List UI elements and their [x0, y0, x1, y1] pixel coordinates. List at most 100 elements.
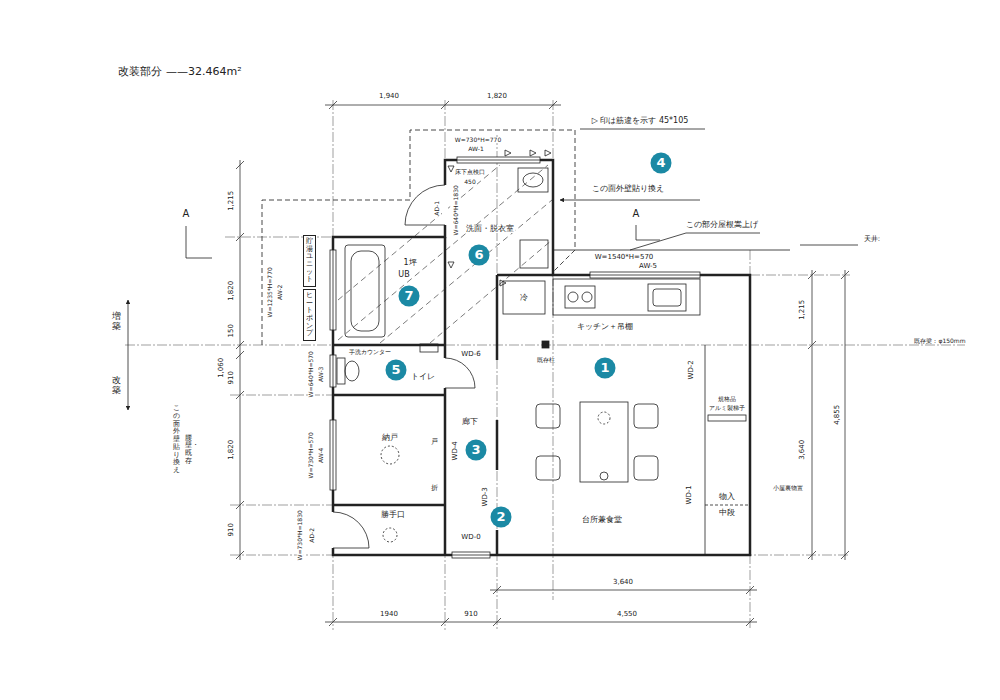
callout-number: 6 — [468, 244, 490, 266]
callout-number: 7 — [398, 285, 420, 307]
dimension-label: 1,215 — [228, 190, 236, 212]
opening-code: W=640*H=570 — [308, 350, 315, 398]
window — [330, 157, 700, 490]
node-text: 1 — [600, 361, 609, 375]
opening-code: AW-2 — [278, 283, 285, 300]
fixture — [568, 292, 578, 302]
opening-code: WD-1 — [686, 484, 694, 505]
door — [442, 358, 448, 388]
dimension-line — [841, 270, 849, 560]
node-text: 7 — [404, 289, 413, 303]
dimension-line — [490, 586, 757, 594]
leader-line — [128, 129, 858, 410]
room-name: 納戸 — [381, 434, 399, 443]
callout-circle — [466, 440, 487, 461]
fixture — [536, 456, 560, 480]
fixture — [648, 284, 686, 311]
fixture — [520, 240, 548, 268]
dimension-line — [325, 101, 561, 109]
fixture-label: 床下点検口 — [454, 169, 486, 176]
fixture — [351, 251, 379, 331]
dimension-line — [325, 618, 757, 626]
fixture-label: アルミ製梯子 — [708, 405, 746, 412]
opening-code: W=1235*H=770 — [267, 266, 274, 318]
door — [442, 185, 448, 225]
opening-code: AW-1 — [467, 146, 484, 153]
door — [330, 512, 336, 548]
opening-code: W=730*H=570 — [308, 431, 315, 479]
opening-code: AW-5 — [638, 263, 658, 271]
fixture — [345, 245, 385, 337]
equipment-box: 貯湯ユニット — [303, 235, 316, 287]
grid-line — [125, 237, 965, 555]
fixture — [337, 358, 345, 384]
room-name: 台所兼食堂 — [581, 516, 623, 525]
fixture-label: 450 — [463, 179, 476, 186]
leader-line — [800, 245, 858, 246]
callout-circle — [469, 245, 490, 266]
room-name: 1坪 — [402, 259, 417, 268]
plan-note: 既存梁：φ150mm — [913, 338, 966, 345]
callout-circle — [386, 360, 407, 381]
opening-code: AD-1 — [434, 200, 441, 217]
fixture — [345, 361, 359, 381]
fixture — [580, 402, 628, 482]
dimension-line — [808, 270, 816, 560]
node-text: 貯湯ユニット — [306, 238, 313, 284]
dimension-label: 4,855 — [834, 404, 842, 426]
node-text: ヒートポンプ — [306, 292, 313, 338]
leader-line — [186, 225, 660, 258]
room-name: 中段 — [718, 509, 736, 518]
opening-code: WD-4 — [452, 440, 460, 461]
opening-code: WD-6 — [460, 351, 481, 359]
leader-line — [630, 233, 760, 250]
fixture — [542, 341, 549, 348]
room-name: 勝手口 — [380, 511, 406, 520]
dimension-label: 1940 — [379, 611, 399, 619]
plan-note: この部分屋根嵩上げ — [685, 221, 759, 230]
room-name: UB — [397, 271, 410, 280]
dimension-label: 910 — [228, 370, 236, 385]
dimension-label: 1,060 — [218, 357, 226, 379]
dimension-label: 1,820 — [228, 439, 236, 461]
plan-note: ▷ 印は筋違を示す 45*105 — [591, 117, 690, 126]
fixture — [523, 173, 543, 187]
opening-code: AW-4 — [319, 446, 326, 463]
callout-circle — [399, 286, 420, 307]
wall — [333, 160, 750, 555]
node-text: 5 — [391, 363, 400, 377]
section-mark: A — [632, 208, 641, 219]
fixture — [536, 404, 560, 428]
leader-line — [560, 200, 700, 201]
plan-heading: 改装部分 ——32.464m² — [117, 66, 242, 78]
opening-code: WD-0 — [460, 534, 481, 542]
dimension-label: 1,820 — [228, 280, 236, 302]
grid-line — [125, 100, 965, 630]
callout-number: 5 — [385, 359, 407, 381]
fixture-label: 戸 — [430, 439, 439, 447]
node-text: 3 — [471, 443, 480, 457]
wall — [333, 237, 553, 555]
fixture — [634, 404, 658, 428]
fixture-label: キッチン＋吊棚 — [576, 323, 634, 332]
callout-circle — [491, 507, 512, 528]
node-text: 4 — [656, 156, 665, 170]
fixture — [705, 505, 750, 506]
dimension-line — [236, 101, 849, 626]
room-name: 小屋裏物置 — [772, 485, 804, 492]
dimension-line — [236, 160, 244, 560]
zone-label: 増築 — [112, 311, 121, 333]
fixture-label: 冷 — [519, 294, 529, 303]
fixture — [634, 456, 658, 480]
plan-note: 天井: — [863, 236, 881, 244]
dimension-label: 4,550 — [616, 611, 638, 619]
fixture — [383, 528, 397, 542]
dimension-label: 150 — [228, 323, 236, 338]
fixture — [705, 345, 706, 555]
callout-number: 4 — [650, 152, 672, 174]
fixture — [518, 168, 548, 192]
room-name: トイレ — [410, 373, 436, 382]
